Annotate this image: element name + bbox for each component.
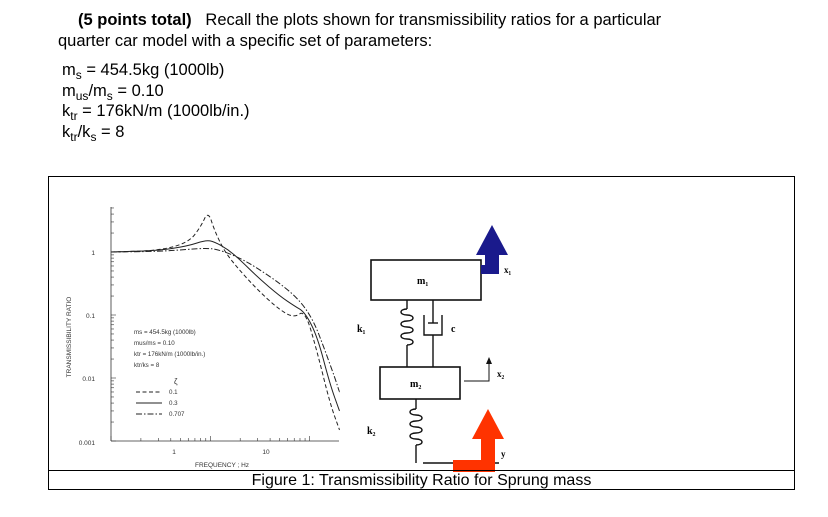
legend-param-ktr: ktr = 176kN/m (1000lb/in.): [134, 351, 205, 358]
legend-zeta-symbol: ζ: [174, 377, 178, 386]
x1-arrow: [476, 225, 508, 274]
y-label: y: [501, 449, 506, 459]
x1-label: x₁: [504, 265, 512, 275]
road-input-arrow: [453, 409, 504, 472]
param-ktr: ktr = 176kN/m (1000lb/in.): [62, 102, 250, 123]
legend-param-ms: ms = 454.5kg (1000lb): [134, 329, 196, 336]
chart-legend: ms = 454.5kg (1000lb) mus/ms = 0.10 ktr …: [134, 329, 205, 418]
k1-label: k₁: [357, 324, 366, 335]
m2-label: m₂: [410, 379, 421, 390]
series-line-zeta-0.3: [110, 240, 340, 412]
legend-entry: 0.707: [169, 411, 185, 418]
x-tick-label: 10: [262, 449, 270, 456]
legend-param-mass-ratio: mus/ms = 0.10: [134, 340, 175, 347]
problem-text-line2: quarter car model with a specific set of…: [58, 32, 433, 50]
x-axis-ticks: [110, 436, 310, 441]
x-axis-label: FREQUENCY ; Hz: [195, 462, 249, 469]
x-tick-label: 1: [172, 449, 176, 456]
legend-entry: 0.3: [169, 400, 178, 407]
m1-label: m₁: [417, 276, 428, 287]
series-line-zeta-0.1: [110, 214, 340, 431]
x2-arrow-head: [486, 357, 492, 364]
param-stiffness-ratio: ktr/ks = 8: [62, 122, 125, 144]
x2-arrow-shaft: [464, 363, 490, 382]
problem-text-line1: Recall the plots shown for transmissibil…: [205, 11, 662, 29]
y-tick-label: 0.1: [86, 313, 95, 320]
c-label: c: [451, 324, 456, 335]
figure-frame: 1 0.1 0.01 0.001 1 10 FREQUENCY ; Hz TRA…: [48, 176, 795, 490]
y-tick-label: 0.001: [79, 440, 96, 447]
spring-k1-coil: [400, 308, 414, 346]
unsprung-mass-block: [379, 366, 461, 400]
k2-label: k₂: [367, 426, 376, 437]
figure-caption: Figure 1: Transmissibility Ratio for Spr…: [251, 472, 592, 489]
figure-canvas: 1 0.1 0.01 0.001 1 10 FREQUENCY ; Hz TRA…: [66, 207, 512, 472]
legend-entry: 0.1: [169, 389, 178, 396]
y-tick-label: 1: [91, 250, 95, 257]
y-tick-label: 0.01: [82, 376, 95, 383]
figure-caption-row: Figure 1: Transmissibility Ratio for Spr…: [48, 470, 795, 490]
legend-param-stiffness-ratio: ktr/ks = 8: [134, 362, 160, 369]
chart-series-layer: [110, 214, 340, 431]
transmissibility-chart: 1 0.1 0.01 0.001 1 10 FREQUENCY ; Hz TRA…: [66, 207, 340, 469]
y-axis-ticks: [111, 207, 116, 442]
sprung-mass-block: [370, 259, 482, 301]
points-label: (5 points total): [78, 11, 192, 29]
quarter-car-diagram: m₁ k₁ c m₂ k₂ x₁: [357, 225, 512, 472]
param-ms: ms = 454.5kg (1000lb): [62, 61, 225, 82]
param-mass-ratio: mus/ms = 0.10: [62, 81, 164, 103]
y-axis-label: TRANSMISSIBILITY RATIO: [66, 297, 73, 378]
x2-label: x₂: [497, 369, 505, 379]
problem-statement: (5 points total) Recall the plots shown …: [58, 10, 818, 52]
series-line-zeta-0.707: [110, 248, 340, 393]
parameter-list: ms = 454.5kg (1000lb) mus/ms = 0.10 ktr …: [62, 61, 250, 144]
spring-k2-coil: [409, 408, 423, 446]
